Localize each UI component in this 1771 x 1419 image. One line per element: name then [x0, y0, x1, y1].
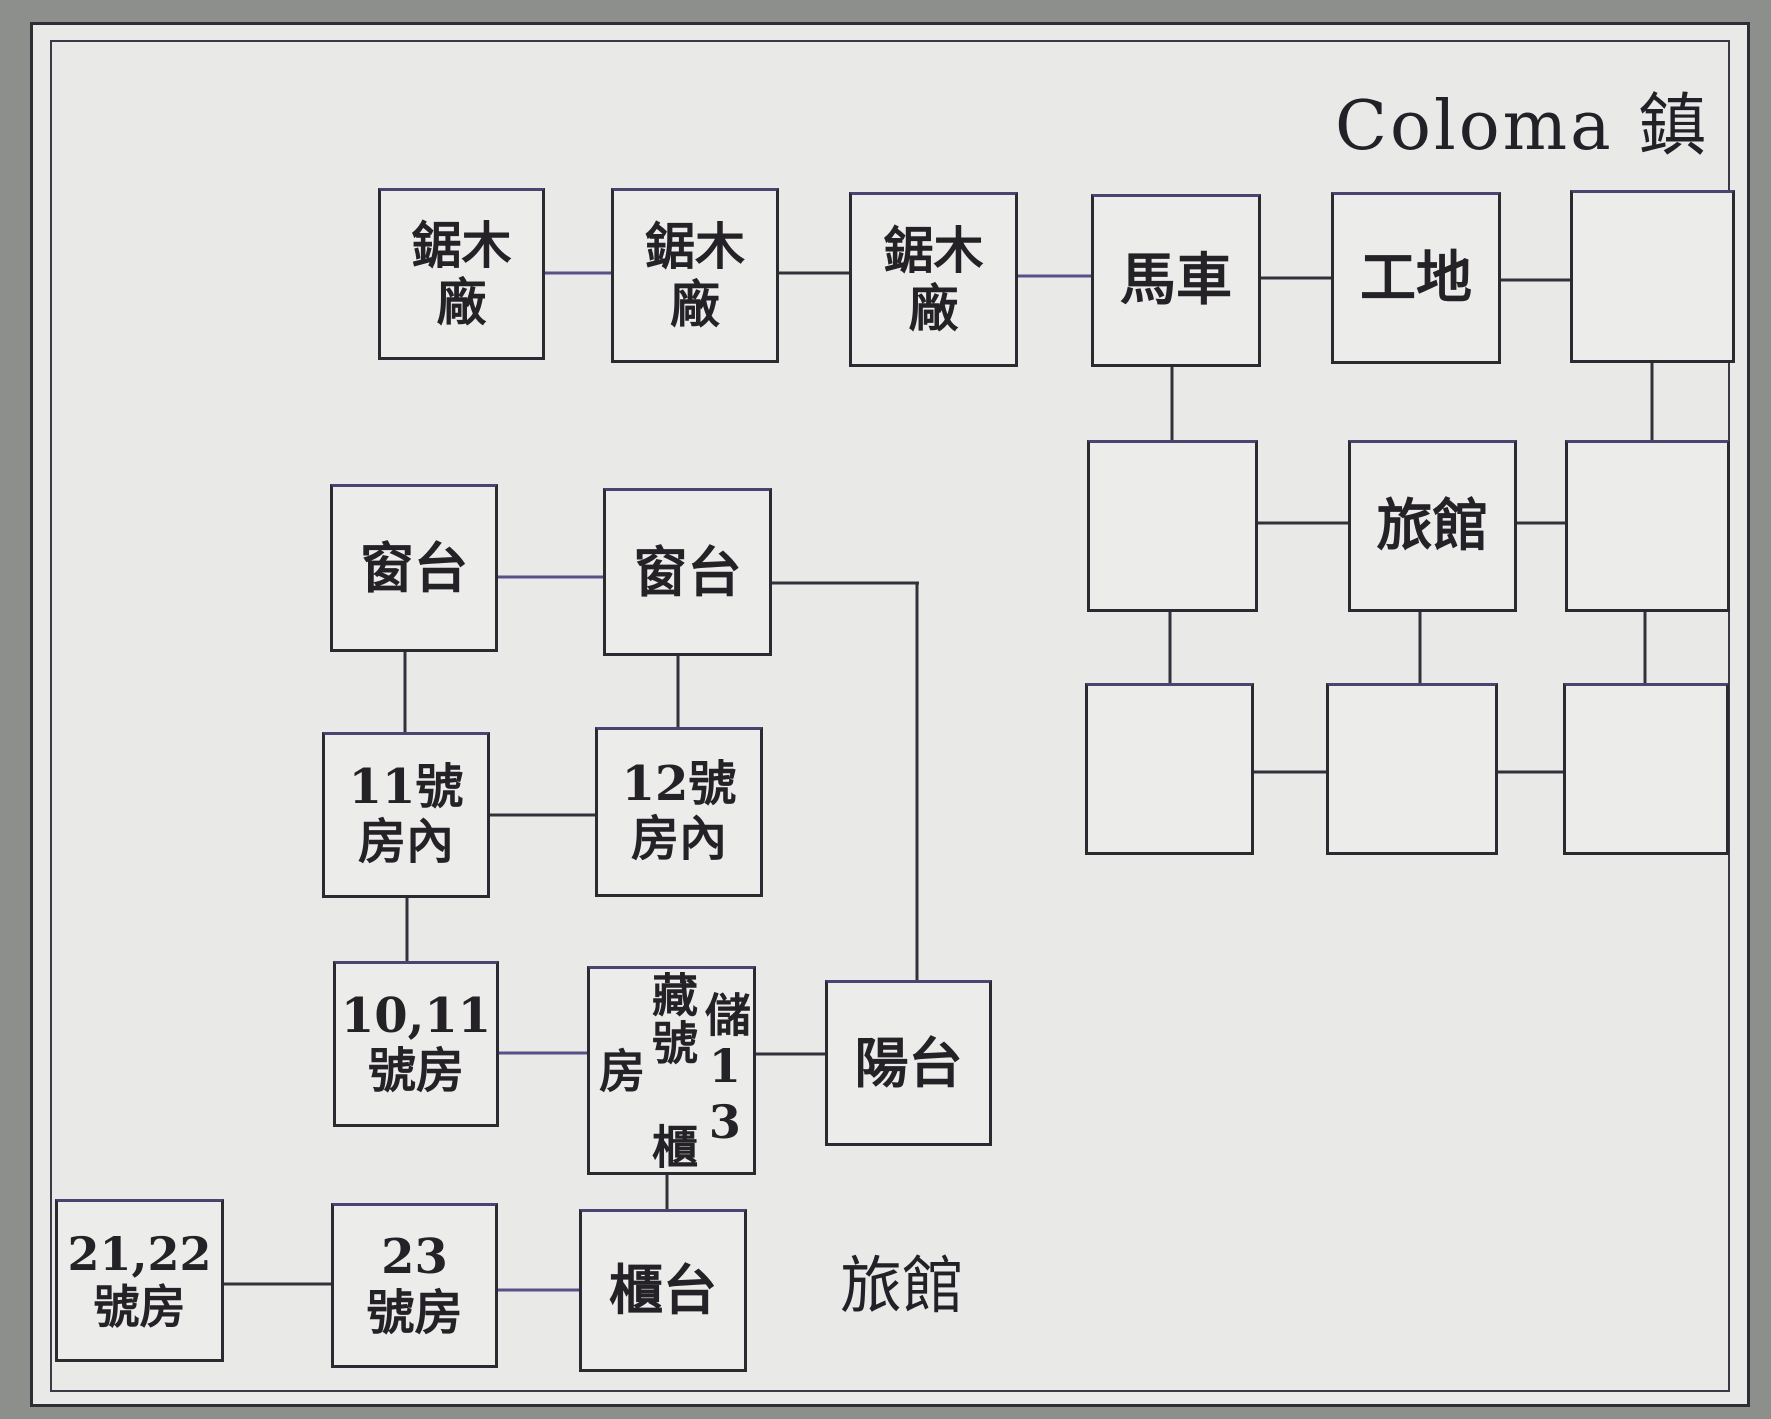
map-title: Coloma 鎮 — [1335, 87, 1710, 166]
room-box-room-12: 12號 房內 — [595, 727, 763, 897]
room-box-room-21-22: 21,22 號房 — [55, 1199, 224, 1362]
room-box-storage-13: 儲13 藏號 櫃房 — [587, 966, 756, 1175]
room-box-sawmill-3: 鋸木 廠 — [849, 192, 1018, 367]
room-box-carriage: 馬車 — [1091, 194, 1261, 367]
room-box-town-bottom-mid — [1326, 683, 1498, 855]
room-box-room-11: 11號 房內 — [322, 732, 490, 898]
map-frame — [50, 40, 1730, 1392]
room-box-town-mid-right — [1565, 440, 1730, 612]
room-box-sawmill-1: 鋸木 廠 — [378, 188, 545, 360]
room-box-room-23: 23 號房 — [331, 1203, 498, 1368]
room-box-worksite: 工地 — [1331, 192, 1501, 364]
room-box-inn-entrance: 旅館 — [1348, 440, 1517, 612]
room-box-town-bottom-right — [1563, 683, 1729, 855]
room-box-town-bottom-left — [1085, 683, 1254, 855]
room-box-windowsill-1: 窗台 — [330, 484, 498, 652]
room-box-sawmill-2: 鋸木 廠 — [611, 188, 779, 363]
room-box-windowsill-2: 窗台 — [603, 488, 772, 656]
room-box-room-10-11: 10,11 號房 — [333, 961, 499, 1127]
room-box-town-top-right — [1570, 190, 1735, 363]
room-box-counter: 櫃台 — [579, 1209, 747, 1372]
inn-area-label: 旅館 — [840, 1249, 965, 1322]
room-box-balcony: 陽台 — [825, 980, 992, 1146]
room-box-town-mid-left — [1087, 440, 1258, 612]
